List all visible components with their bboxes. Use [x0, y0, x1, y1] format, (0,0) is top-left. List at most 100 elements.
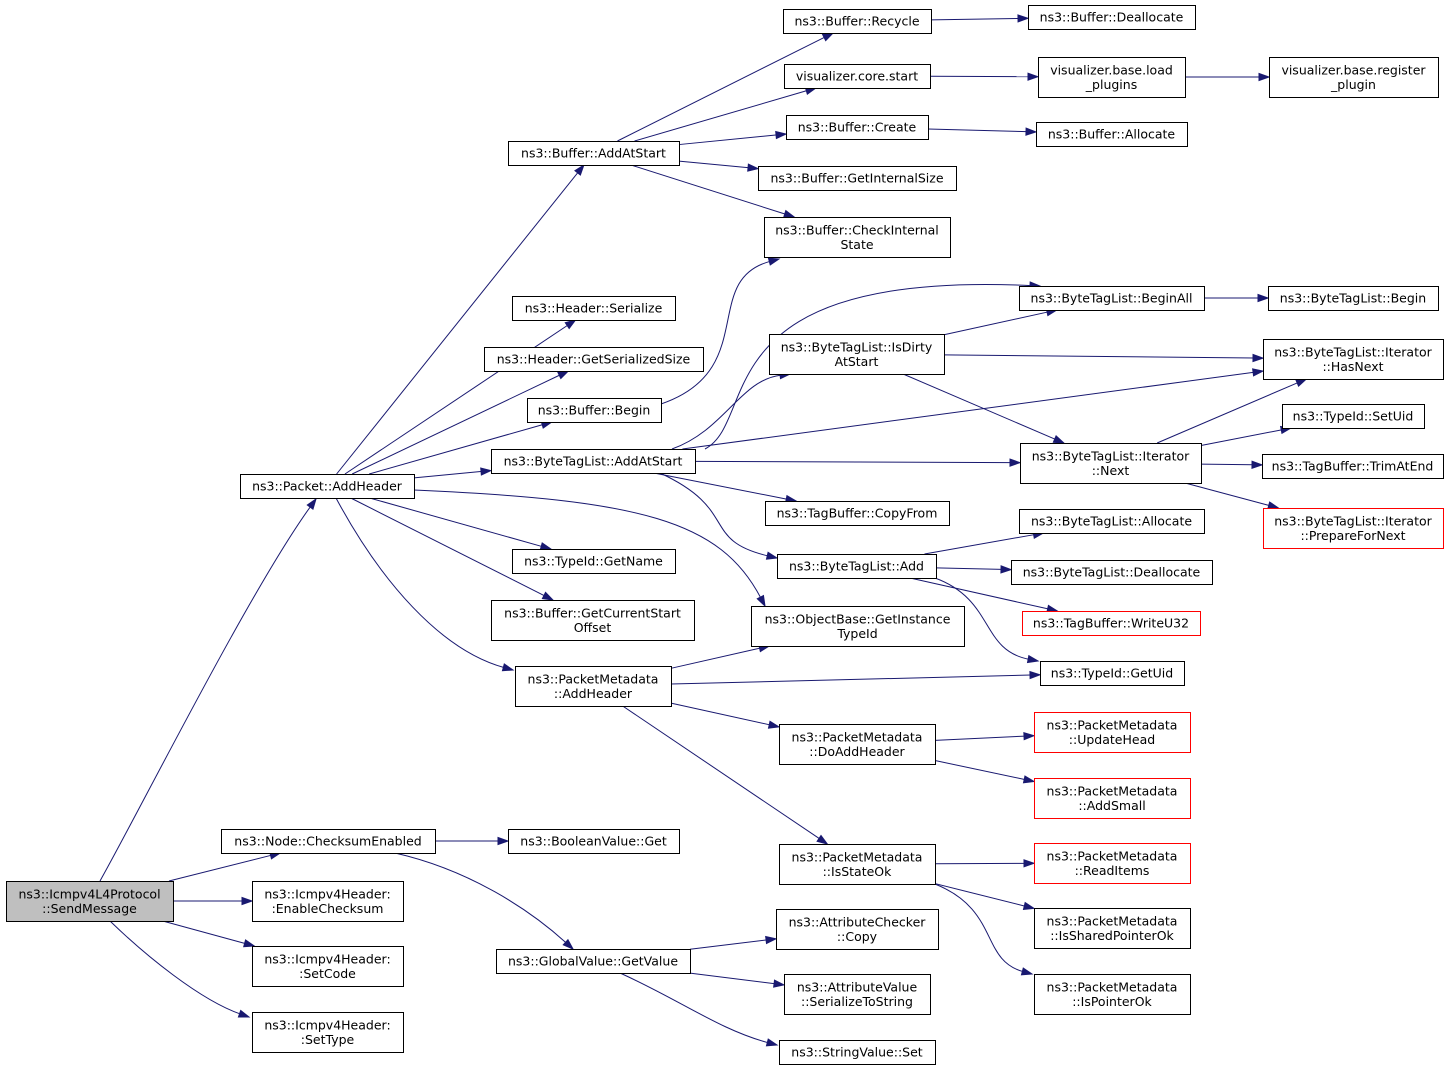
node-box [751, 606, 965, 647]
node-label-line: TypeId [836, 626, 877, 641]
node-icmp-settype[interactable]: ns3::Icmpv4Header::SetType [252, 1012, 404, 1053]
node-buffer-begin[interactable]: ns3::Buffer::Begin [527, 398, 662, 423]
edge-line [934, 577, 1030, 660]
node-attributechecker-copy[interactable]: ns3::AttributeChecker::Copy [776, 909, 939, 950]
call-edge-root-to-packet_addheader [99, 497, 317, 882]
call-edge-packetmetadata_isstateok-to-packetmetadata_issharedpointerok [934, 883, 1036, 910]
node-booleanvalue-get[interactable]: ns3::BooleanValue::Get [508, 829, 680, 854]
node-visualizer-core-start[interactable]: visualizer.core.start [784, 64, 931, 89]
node-header-serialize[interactable]: ns3::Header::Serialize [512, 296, 676, 321]
edge-line [924, 534, 1035, 555]
node-header-getserializedsize[interactable]: ns3::Header::GetSerializedSize [484, 347, 704, 372]
node-node-checksumenabled[interactable]: ns3::Node::ChecksumEnabled [221, 829, 436, 854]
node-buffer-deallocate[interactable]: ns3::Buffer::Deallocate [1028, 5, 1196, 30]
arrowhead [1020, 967, 1034, 976]
call-edge-buffer_recycle-to-buffer_deallocate [930, 14, 1030, 23]
node-typeid-getname[interactable]: ns3::TypeId::GetName [512, 549, 676, 574]
edge-line [653, 472, 788, 500]
edge-line [1200, 463, 1254, 466]
node-bytetaglist-add[interactable]: ns3::ByteTagList::Add [777, 554, 937, 579]
node-packetmetadata-addsmall[interactable]: ns3::PacketMetadata::AddSmall [1034, 778, 1191, 819]
arrowhead [541, 591, 555, 601]
node-stringvalue-set[interactable]: ns3::StringValue::Set [779, 1040, 936, 1065]
node-buffer-addatstart[interactable]: ns3::Buffer::AddAtStart [508, 141, 680, 166]
node-label-line: ns3::Buffer::Recycle [794, 14, 919, 29]
node-bytetaglist-deallocate[interactable]: ns3::ByteTagList::Deallocate [1011, 560, 1213, 585]
node-label-line: ns3::TagBuffer::WriteU32 [1033, 616, 1189, 631]
node-box [1034, 974, 1191, 1015]
edge-line [630, 164, 786, 215]
node-label-line: ns3::PacketMetadata [1047, 717, 1178, 732]
node-packetmetadata-isstateok[interactable]: ns3::PacketMetadata::IsStateOk [779, 844, 936, 885]
node-tagbuffer-writeu32[interactable]: ns3::TagBuffer::WriteU32 [1022, 611, 1201, 636]
node-box [1020, 443, 1202, 484]
node-box [784, 974, 931, 1015]
node-attributevalue-serializetostring[interactable]: ns3::AttributeValue::SerializeToString [784, 974, 931, 1015]
node-label-line: ::PrepareForNext [1300, 528, 1405, 543]
node-box [252, 881, 404, 922]
node-bytetaglist-iterator-preparefornext[interactable]: ns3::ByteTagList::Iterator::PrepareForNe… [1263, 508, 1444, 549]
node-label-line: ::IsStateOk [823, 864, 893, 879]
node-icmp-setcode[interactable]: ns3::Icmpv4Header::SetCode [252, 946, 404, 987]
edge-line [351, 374, 561, 475]
node-buffer-allocate[interactable]: ns3::Buffer::Allocate [1036, 122, 1188, 147]
node-box [252, 1012, 404, 1053]
node-packetmetadata-addheader[interactable]: ns3::PacketMetadata::AddHeader [515, 666, 672, 707]
call-edge-visualizer_base_load_plugins-to-visualizer_base_register_plugin [1185, 72, 1271, 82]
call-edge-globalvalue_getvalue-to-attributechecker_copy [689, 935, 778, 950]
node-buffer-create[interactable]: ns3::Buffer::Create [786, 115, 929, 140]
edge-line [688, 972, 776, 985]
call-edge-packetmetadata_doaddheader-to-packetmetadata_updatehead [934, 731, 1036, 741]
call-edge-bytetaglist_add-to-tagbuffer_writeu32 [909, 577, 1059, 613]
node-bytetaglist-allocate[interactable]: ns3::ByteTagList::Allocate [1019, 509, 1205, 534]
node-label-line: ns3::PacketMetadata [1047, 848, 1178, 863]
arrowhead [564, 319, 577, 330]
node-box [786, 115, 929, 140]
node-bytetaglist-beginall[interactable]: ns3::ByteTagList::BeginAll [1019, 286, 1205, 311]
node-box [508, 141, 680, 166]
call-edge-node_checksumenabled-to-booleanvalue_get [435, 836, 510, 846]
node-icmp-enablechecksum[interactable]: ns3::Icmpv4Header::EnableChecksum [252, 881, 404, 922]
node-label-line: ::SerializeToString [801, 994, 913, 1009]
node-visualizer-base-load-plugins[interactable]: visualizer.base.load_plugins [1038, 57, 1186, 98]
node-root[interactable]: ns3::Icmpv4L4Protocol::SendMessage [6, 881, 174, 922]
call-edge-bytetaglist_add-to-typeid_getuid [934, 577, 1040, 664]
node-bytetaglist-addatstart[interactable]: ns3::ByteTagList::AddAtStart [491, 449, 696, 474]
node-tagbuffer-trimatend[interactable]: ns3::TagBuffer::TrimAtEnd [1262, 454, 1444, 479]
node-box [1034, 712, 1191, 753]
call-edge-bytetaglist_addatstart-to-bytetaglist_add [659, 472, 779, 560]
node-label-line: ns3::PacketMetadata [1047, 913, 1178, 928]
node-box [765, 501, 950, 526]
node-visualizer-base-register-plugin[interactable]: visualizer.base.register_plugin [1269, 57, 1439, 98]
node-label-line: ns3::Buffer::Allocate [1048, 127, 1176, 142]
node-packetmetadata-issharedpointerok[interactable]: ns3::PacketMetadata::IsSharedPointerOk [1034, 908, 1191, 949]
node-buffer-getinternalsize[interactable]: ns3::Buffer::GetInternalSize [758, 166, 957, 191]
node-typeid-getuid[interactable]: ns3::TypeId::GetUid [1040, 661, 1185, 686]
node-packetmetadata-readitems[interactable]: ns3::PacketMetadata::ReadItems [1034, 843, 1191, 884]
node-packet-addheader[interactable]: ns3::Packet::AddHeader [240, 474, 415, 499]
node-bytetaglist-iterator-hasnext[interactable]: ns3::ByteTagList::Iterator::HasNext [1263, 339, 1444, 380]
node-packetmetadata-ispointerok[interactable]: ns3::PacketMetadata::IsPointerOk [1034, 974, 1191, 1015]
node-bytetaglist-iterator-next[interactable]: ns3::ByteTagList::Iterator::Next [1020, 443, 1202, 484]
node-globalvalue-getvalue[interactable]: ns3::GlobalValue::GetValue [496, 949, 691, 974]
arrowhead [1017, 14, 1030, 23]
node-label-line: ns3::Buffer::Begin [538, 403, 651, 418]
node-label-line: ns3::TagBuffer::CopyFrom [777, 506, 938, 521]
node-typeid-setuid[interactable]: ns3::TypeId::SetUid [1282, 404, 1425, 429]
node-label-line: AtStart [835, 354, 879, 369]
call-edge-packetmetadata_doaddheader-to-packetmetadata_addsmall [934, 760, 1036, 784]
call-edge-bytetaglist_add-to-bytetaglist_allocate [924, 530, 1045, 555]
edge-line [678, 134, 778, 146]
node-packetmetadata-doaddheader[interactable]: ns3::PacketMetadata::DoAddHeader [779, 724, 936, 765]
node-label-line: :EnableChecksum [272, 901, 384, 916]
edge-line [1156, 382, 1299, 444]
node-tagbuffer-copyfrom[interactable]: ns3::TagBuffer::CopyFrom [765, 501, 950, 526]
node-packetmetadata-updatehead[interactable]: ns3::PacketMetadata::UpdateHead [1034, 712, 1191, 753]
node-buffer-recycle[interactable]: ns3::Buffer::Recycle [783, 9, 932, 34]
arrowhead [1022, 901, 1036, 910]
node-bytetaglist-begin[interactable]: ns3::ByteTagList::Begin [1268, 286, 1439, 311]
